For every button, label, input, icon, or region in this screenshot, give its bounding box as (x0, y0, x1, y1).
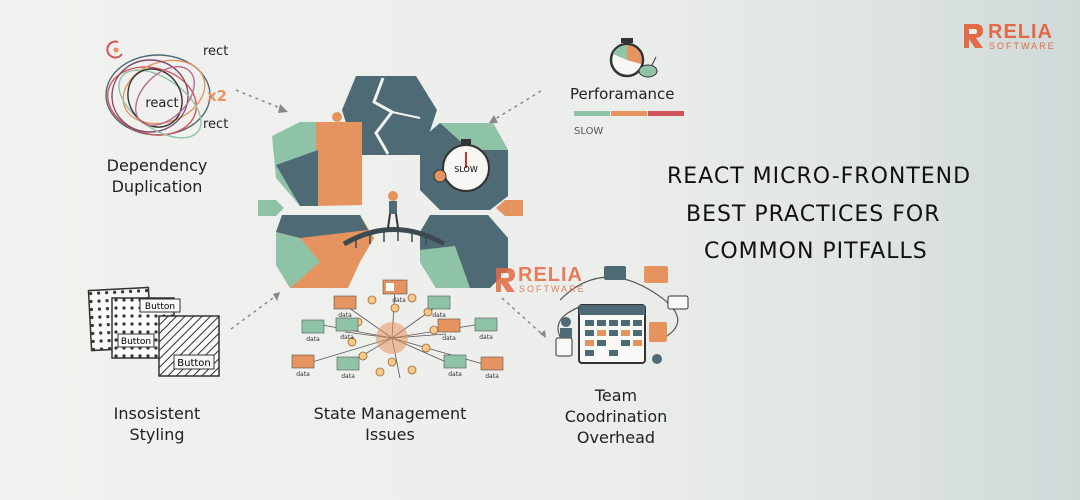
state-title-line2: Issues (365, 425, 415, 444)
brand-mark-icon (964, 24, 983, 48)
brand-name: RELIA (988, 21, 1053, 43)
brand-logo[interactable]: RELIA SOFTWARE (962, 21, 1072, 54)
dependency-title-line2: Duplication (111, 177, 203, 196)
team-calendar-icon (557, 276, 679, 364)
watermark-mark-icon (496, 268, 515, 292)
state-title: State Management Issues (300, 403, 480, 445)
stopwatch-slow-text: SLOW (454, 165, 478, 174)
performance-title: Perforamance (570, 85, 675, 103)
state-data-nodes (291, 279, 504, 371)
multiplier-tag: x2 (207, 87, 227, 105)
brand-sub: SOFTWARE (989, 41, 1056, 51)
chat-bubble-icons (555, 266, 689, 364)
stacked-style-cards (87, 286, 220, 377)
performance-slow-label: SLOW (574, 126, 604, 137)
speed-bar (574, 111, 684, 116)
style-button-label-2: Button (121, 337, 151, 347)
state-hub (376, 322, 408, 354)
connector-dependency (235, 89, 286, 111)
watermark-name: RELIA (518, 264, 583, 286)
connector-arrowheads (273, 104, 546, 338)
state-title-line1: State Management (313, 404, 467, 423)
data-label: data (392, 297, 406, 304)
headline-line3: COMMON PITFALLS (704, 239, 928, 264)
central-puzzle: SLOW (258, 76, 523, 288)
data-label: data (479, 334, 493, 341)
team-title-line1: Team (594, 386, 638, 405)
watermark-sub: SOFTWARE (519, 284, 586, 294)
styling-title-line1: Insosistent (113, 404, 201, 423)
headline-line2: BEST PRACTICES FOR (686, 202, 941, 227)
data-label: data (448, 371, 462, 378)
data-label: data (432, 312, 446, 319)
team-title: Team Coodrination Overhead (551, 385, 681, 448)
data-label: data (341, 373, 355, 380)
connector-styling (230, 294, 278, 330)
arrow-right-in (496, 200, 523, 216)
team-title-line3: Overhead (576, 428, 656, 447)
dependency-title: Dependency Duplication (92, 155, 222, 197)
connector-team (501, 297, 544, 336)
data-label: data (340, 334, 354, 341)
dotted-connectors (230, 89, 544, 336)
data-label: data (485, 373, 499, 380)
rect-tag-bottom: rect (203, 117, 228, 132)
snail-stopwatch-icon (609, 38, 658, 78)
style-button-label-1: Button (145, 302, 175, 312)
team-title-line2: Coodrination (564, 407, 668, 426)
rect-tag-top: rect (203, 44, 228, 59)
headline-line1: REACT MICRO-FRONTEND (667, 164, 972, 189)
tangled-dependency-icon (105, 54, 211, 139)
data-label: data (306, 336, 320, 343)
arrow-left-in (258, 200, 284, 216)
dependency-title-line1: Dependency (106, 156, 208, 175)
bridge (342, 227, 446, 247)
styling-title: Insosistent Styling (92, 403, 222, 445)
connector-performance (491, 90, 542, 122)
data-label: data (442, 335, 456, 342)
watermark-logo: RELIA SOFTWARE (494, 264, 604, 300)
style-button-label-3: Button (177, 358, 211, 369)
styling-title-line2: Styling (129, 425, 185, 444)
react-logo-icon (106, 40, 123, 59)
data-label: data (296, 371, 310, 378)
person-figure (387, 191, 399, 229)
data-label: data (338, 312, 352, 319)
react-tag: react (145, 96, 178, 111)
